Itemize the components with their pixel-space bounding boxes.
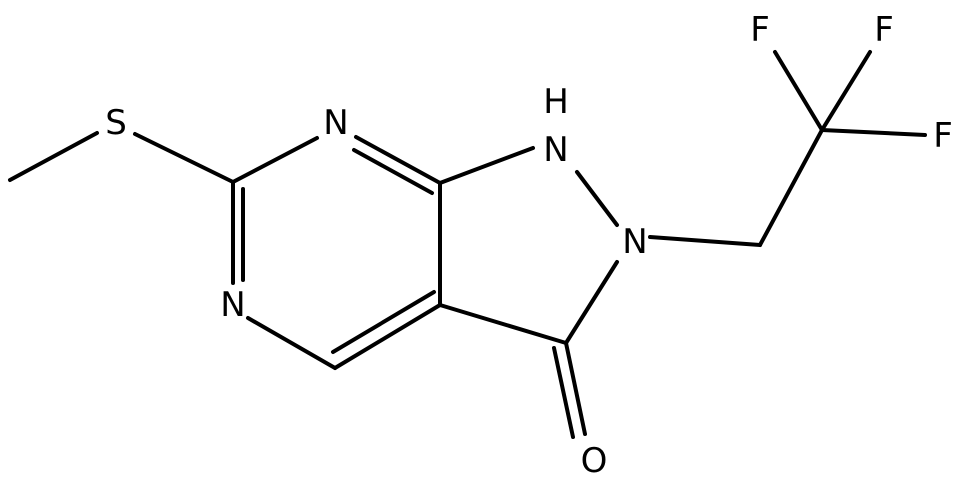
bond-c4-c3a-b [331,290,436,354]
atom-nh-nitrogen-label: N [543,130,568,170]
atom-oxygen-label: O [581,441,608,481]
atom-n2-label: N [622,222,647,262]
bond-c3-oxygen-a [564,341,587,436]
bond-c4-c3a-a [333,303,442,370]
bond-n7-c7a-b [352,148,434,195]
atom-fluorine-left-label: F [750,10,770,50]
atom-nh-hydrogen-label: H [543,82,569,122]
atom-pyrimidine-n-top-label: N [323,103,348,143]
bond-n2-ch2 [648,235,762,247]
atom-fluorine-middle-label: F [874,10,894,50]
bond-c6-n7 [231,136,319,184]
atom-sulfur-label: S [105,103,127,143]
bond-n7-c7a-a [354,135,442,185]
bond-c3-c3a [438,303,568,345]
bond-n2-c3 [564,260,619,345]
bond-c7a-n1 [438,146,535,185]
bond-cf3-f-right [820,128,927,137]
bond-cf3-f-left [773,50,824,132]
bond-n1-n2 [575,170,619,227]
bond-ch2-cf3 [758,128,824,247]
bond-c3-oxygen-b [552,346,575,439]
atom-pyrimidine-n-bottom-label: N [220,285,245,325]
bond-sulfur-c6 [133,132,235,184]
bond-n5-c4 [246,316,337,370]
atom-fluorine-right-label: F [933,116,953,156]
bond-methyl-sulfur [8,131,99,182]
bond-cf3-f-middle [820,50,872,132]
